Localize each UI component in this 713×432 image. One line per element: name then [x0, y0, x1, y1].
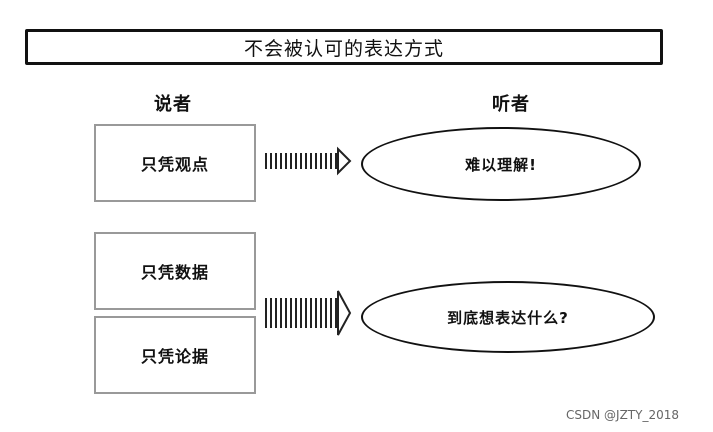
arrow-head-icon — [337, 290, 352, 336]
listener-response-what-meaning: 到底想表达什么? — [361, 281, 655, 353]
dashed-arrow-shaft-icon — [265, 153, 337, 169]
arrow-data-evidence-to-listener — [265, 290, 352, 336]
speaker-box-data: 只凭数据 — [94, 232, 256, 310]
diagram-title: 不会被认可的表达方式 — [25, 29, 663, 65]
speaker-box-label: 只凭论据 — [140, 347, 209, 366]
dashed-arrow-shaft-icon — [265, 298, 337, 328]
speaker-box-evidence: 只凭论据 — [94, 316, 256, 394]
speaker-box-label: 只凭数据 — [140, 263, 209, 282]
watermark: CSDN @JZTY_2018 — [566, 408, 679, 422]
listener-response-confused: 难以理解! — [361, 127, 641, 201]
arrow-head-icon — [337, 146, 352, 176]
arrow-opinion-to-listener — [265, 146, 352, 176]
speaker-heading: 说者 — [154, 94, 192, 115]
listener-response-label: 到底想表达什么? — [447, 308, 569, 327]
speaker-box-label: 只凭观点 — [140, 155, 209, 174]
listener-response-label: 难以理解! — [465, 155, 537, 174]
listener-heading: 听者 — [492, 94, 530, 115]
speaker-box-opinion: 只凭观点 — [94, 124, 256, 202]
